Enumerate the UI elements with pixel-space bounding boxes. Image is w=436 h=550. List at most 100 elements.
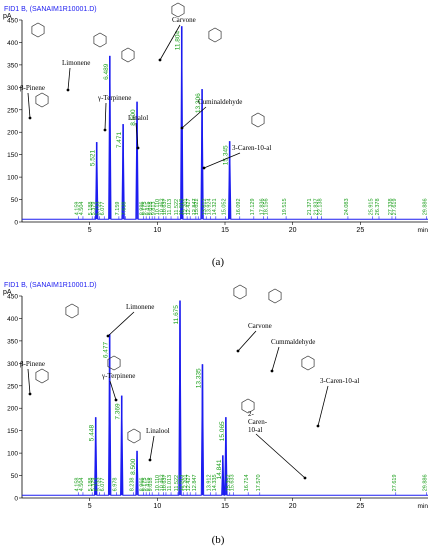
- chromatogram-a-compound-label: Cuminaldehyde: [198, 98, 242, 106]
- chromatogram-b-compound-label: Carvone: [248, 322, 272, 330]
- chromatogram-a-minor-label: 6.077: [100, 202, 106, 216]
- chromatogram-b-molecule-structure: [107, 355, 121, 371]
- chromatogram-b-compound-label: 2-Caren-10-al: [248, 410, 268, 434]
- chromatogram-b-y-tick-label: 100: [7, 451, 18, 458]
- chromatogram-a-peak-label: 8.500: [130, 109, 137, 126]
- chromatogram-a-minor-label: 27.619: [392, 198, 398, 215]
- chromatogram-b-molecule-structure: [127, 428, 141, 444]
- chromatogram-a-molecule-structure: [171, 2, 185, 18]
- chromatogram-b-minor-label: 12.427: [186, 474, 192, 491]
- chromatogram-a-minor-label: 12.847: [192, 198, 198, 215]
- chromatogram-a-minor-label: 12.201: [183, 198, 189, 215]
- chromatogram-a-y-tick-label: 200: [7, 130, 18, 137]
- chromatogram-a-minor-label: 9.415: [145, 202, 151, 216]
- chromatogram-a-compound-label: γ-Terpinene: [97, 94, 131, 102]
- chromatogram-a-peak-label: 7.471: [116, 131, 123, 148]
- chromatogram-a-peak-label: 11.804: [175, 31, 182, 51]
- chromatogram-b-x-tick-label: 15: [221, 503, 229, 510]
- chromatogram-a-x-tick-label: 25: [356, 227, 364, 234]
- chromatogram-b-compound-arrow-head: [236, 349, 240, 353]
- chromatogram-b-minor-label: 9.175: [142, 478, 148, 492]
- chromatogram-a-minor-label: 10.637: [162, 198, 168, 215]
- chromatogram-b-compound-label: Cummaldehyde: [271, 338, 315, 346]
- chromatogram-b-compound-arrow-head: [114, 398, 118, 402]
- chromatogram-a-compound-arrow: [159, 24, 181, 61]
- chromatogram-b-minor-label: 10.110: [155, 475, 161, 491]
- chromatogram-a-minor-label: 7.638: [121, 202, 127, 216]
- chromatogram-a-x-tick-label: 5: [88, 227, 92, 234]
- chromatogram-a-header: FID1 B, (SANAIM1R10001.D): [4, 6, 97, 13]
- panel-b-label: (b): [211, 534, 225, 546]
- chromatogram-b-compound-arrow-head: [148, 458, 152, 462]
- chromatogram-a-minor-label: 16.092: [236, 198, 242, 215]
- chromatogram-b-minor-label: 10.637: [162, 474, 168, 491]
- chromatogram-a-minor-label: 25.915: [369, 198, 375, 215]
- chromatogram-b-compound-arrow-head: [28, 392, 32, 396]
- chromatogram-a-x-tick-label: 15: [221, 227, 229, 234]
- chromatogram-a-compound-arrow-head: [103, 128, 107, 132]
- chromatogram-a-y-tick-label: 350: [7, 62, 18, 69]
- chromatogram-a-minor-label: 18.156: [264, 198, 270, 215]
- chromatogram-b-molecule-structure: [35, 368, 49, 384]
- chromatogram-b-minor-label: 6.077: [100, 478, 106, 492]
- chromatogram-a-minor-label: 21.371: [307, 198, 313, 215]
- chromatogram-b-minor-label: 27.619: [392, 474, 398, 491]
- chromatogram-a-molecule-structure: [121, 47, 135, 63]
- chromatogram-b-y-tick-label: 250: [7, 383, 18, 390]
- chromatogram-b-compound-label: β-Pinene: [20, 360, 45, 368]
- chromatogram-a-svg: FID1 B, (SANAIM1R10001.D)pA0501001502002…: [3, 2, 428, 234]
- chromatogram-a-molecule-structure: [93, 32, 107, 48]
- chromatogram-a-y-axis-label: pA: [3, 13, 12, 20]
- panel-a-label: (a): [211, 256, 225, 268]
- chromatogram-b-minor-label: 12.847: [192, 474, 198, 491]
- chromatogram-a-minor-label: 9.175: [142, 202, 148, 216]
- chromatogram-a-y-tick-label: 50: [11, 197, 19, 204]
- chromatogram-a-y-tick-label: 0: [14, 220, 18, 227]
- chromatogram-a-trace: [22, 26, 428, 220]
- chromatogram-a-minor-label: 22.138: [318, 198, 324, 215]
- chromatogram-a-minor-label: 5.379: [91, 202, 97, 216]
- chromatogram-b-y-axis-label: pA: [3, 289, 12, 296]
- chromatogram-b-minor-label: 5.188: [88, 478, 94, 492]
- chromatogram-b-compound-label: Limonene: [126, 303, 154, 311]
- chromatogram-b-x-tick-label: 25: [356, 503, 364, 510]
- chromatogram-b-svg: FID1 B, (SANAIM1R10001.D)pA0501001502002…: [3, 282, 428, 510]
- chromatogram-a-minor-label: 15.052: [222, 198, 228, 215]
- chromatogram-b-y-tick-label: 450: [7, 294, 18, 301]
- chromatogram-a-compound-arrow-head: [180, 126, 184, 130]
- chromatogram-b-peak-label: 6.477: [103, 342, 110, 359]
- chromatogram-b-compound-label: γ-Terpinene: [101, 372, 135, 380]
- chromatogram-a-compound-arrow: [135, 122, 139, 149]
- chromatogram-a-y-tick-label: 100: [7, 175, 18, 182]
- chromatogram-a-molecule-structure: [208, 27, 222, 43]
- chromatogram-b-molecule-structure: [268, 288, 282, 304]
- chromatogram-b-compound-arrow: [107, 311, 135, 337]
- chromatogram-a-minor-label: 17.129: [250, 198, 256, 215]
- chromatogram-b-y-tick-label: 300: [7, 361, 18, 368]
- chromatogram-b-minor-label: 16.714: [244, 474, 250, 491]
- chromatogram-a-molecule-structure: [35, 92, 49, 108]
- chromatogram-a-minor-label: 21.837: [314, 198, 320, 215]
- chromatogram-a-peak-label: 13.306: [195, 93, 202, 113]
- chromatogram-a-compound-label: Linalol: [128, 114, 148, 122]
- chromatogram-b-compound-arrow-head: [303, 476, 307, 480]
- chromatogram-b-minor-label: 6.978: [112, 478, 118, 492]
- chromatogram-b-minor-label: 29.886: [422, 474, 428, 491]
- chromatogram-b-molecule-structure: [233, 284, 247, 300]
- chromatogram-b-minor-label: 9.415: [145, 478, 151, 492]
- chromatogram-b-compound-arrow: [255, 433, 306, 479]
- chromatogram-b-minor-label: 11.013: [167, 475, 173, 491]
- chromatogram-b-minor-label: 15.633: [230, 474, 236, 491]
- chromatogram-b-peak-label: 5.448: [89, 425, 96, 442]
- chromatogram-a-minor-label: 29.886: [422, 198, 428, 215]
- chromatogram-a-y-tick-label: 450: [7, 18, 18, 25]
- chromatogram-a-peak-label: 15.345: [223, 145, 230, 165]
- chromatogram-a-compound-arrow: [27, 92, 31, 119]
- chromatogram-a-minor-label: 14.321: [212, 198, 218, 215]
- chromatogram-a-minor-label: 5.188: [88, 202, 94, 216]
- chromatogram-b-compound-arrow-head: [316, 424, 320, 428]
- chromatogram-b-minor-label: 14.335: [212, 474, 218, 491]
- chromatogram-a-compound-label: β-Pinene: [20, 84, 45, 92]
- chromatogram-b-minor-label: 8.966: [139, 478, 145, 492]
